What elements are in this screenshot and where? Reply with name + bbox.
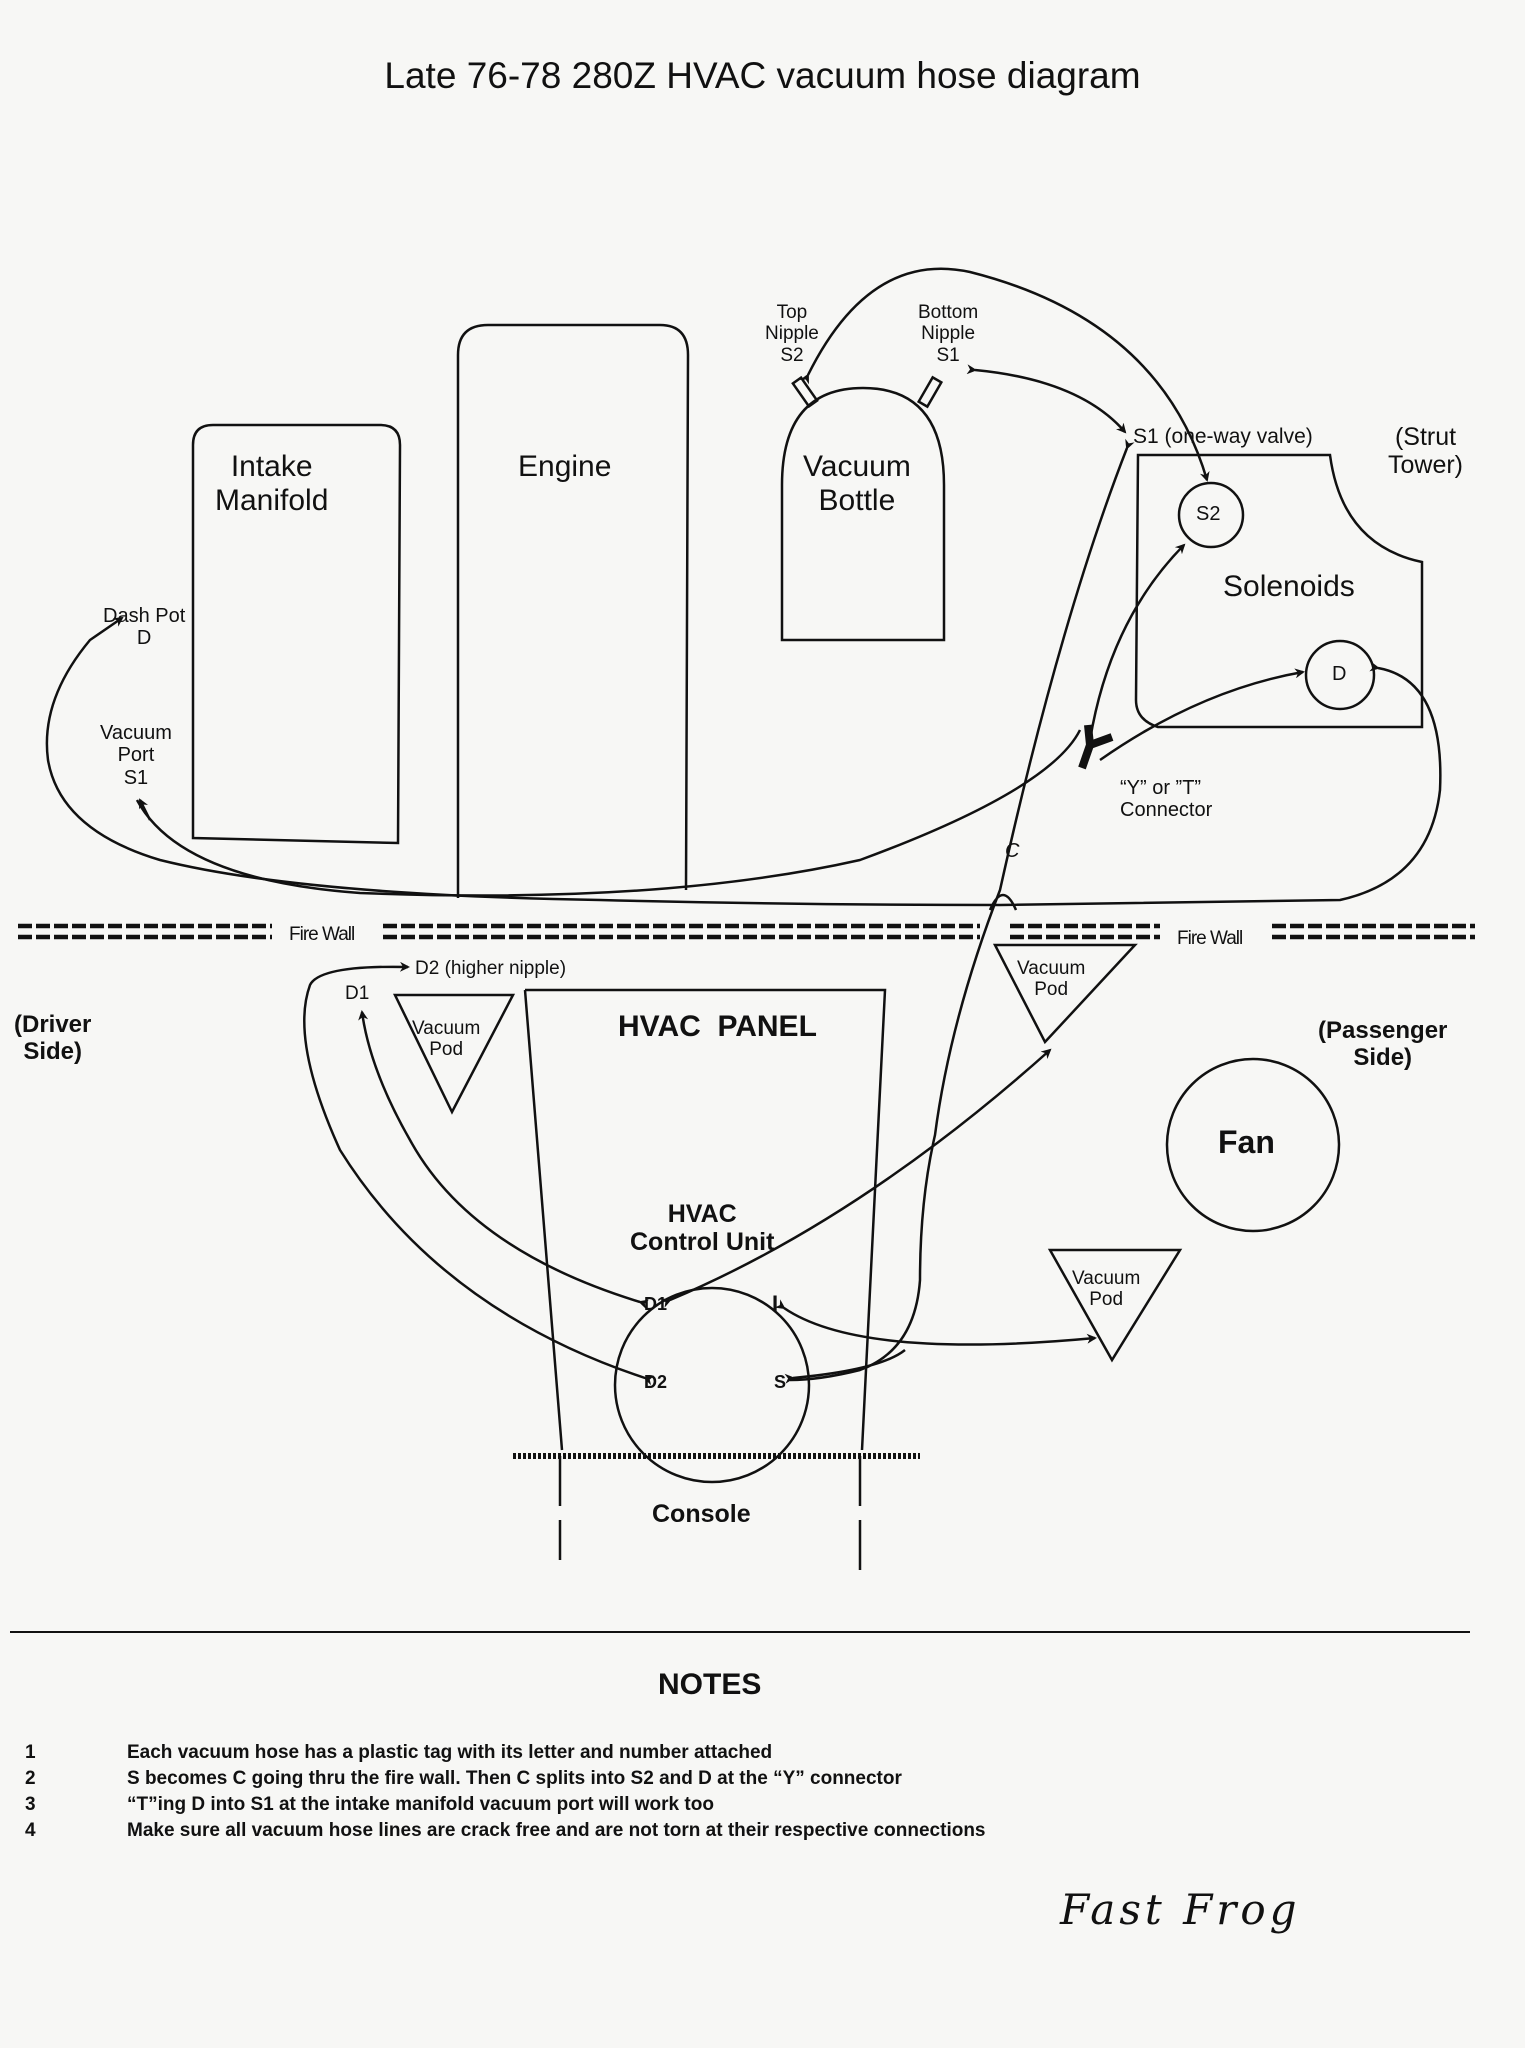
- note-number: 3: [25, 1794, 36, 1815]
- note-number: 4: [25, 1820, 36, 1841]
- hose-c-label: C: [1005, 840, 1020, 862]
- solenoid-s2-label: S2: [1196, 503, 1221, 525]
- bottom-nipple-stub: [916, 375, 944, 409]
- solenoids-label: Solenoids: [1223, 570, 1355, 603]
- one-way-valve-label: S1 (one-way valve): [1133, 425, 1313, 448]
- firewall-label-right: Fire Wall: [1177, 928, 1243, 949]
- d1-label: D1: [345, 983, 370, 1004]
- y-connector: [1078, 724, 1114, 770]
- note-item: 2 S becomes C going thru the fire wall. T…: [25, 1766, 986, 1792]
- passenger-side-label: (Passenger Side): [1318, 1017, 1448, 1071]
- engine-label: Engine: [518, 450, 612, 483]
- hose-d-loop: [45, 616, 1442, 907]
- solenoid-d-label: D: [1332, 663, 1347, 685]
- port-s-label: S: [774, 1372, 787, 1392]
- firewall-line: [18, 923, 1475, 940]
- note-number: 2: [25, 1768, 36, 1789]
- notes-list: 1 Each vacuum hose has a plastic tag with…: [25, 1740, 986, 1844]
- y-connector-label: “Y” or ”T” Connector: [1120, 777, 1213, 822]
- fan-label: Fan: [1218, 1124, 1275, 1160]
- solenoid-s2-circle: [1177, 481, 1245, 549]
- dash-pot-label: Dash Pot D: [103, 605, 186, 650]
- port-d2-label: D2: [644, 1372, 668, 1392]
- hose-vacuum-port: [135, 729, 1082, 897]
- top-nipple-label: Top Nipple S2: [765, 302, 819, 366]
- note-item: 3 “T”ing D into S1 at the intake manifold…: [25, 1792, 986, 1818]
- vacuum-pod-left-label: Vacuum Pod: [412, 1018, 481, 1061]
- vacuum-port-label: Vacuum Port S1: [100, 722, 172, 789]
- intake-manifold-label: Intake Manifold: [215, 450, 329, 517]
- diagram-title: Late 76-78 280Z HVAC vacuum hose diagram: [384, 55, 1141, 96]
- firewall-crossing: [988, 893, 1018, 911]
- note-number: 1: [25, 1742, 36, 1763]
- hose-top-nipple-s2: [799, 267, 1210, 482]
- hose-d1: [358, 1010, 650, 1310]
- hose-d2: [303, 961, 655, 1386]
- solenoid-bracket: [1134, 453, 1424, 729]
- intake-manifold-box: [191, 423, 402, 845]
- control-unit-label: HVAC Control Unit: [630, 1200, 775, 1256]
- note-text: Make sure all vacuum hose lines are crac…: [127, 1820, 986, 1841]
- hvac-panel-label: HVAC PANEL: [618, 1010, 817, 1043]
- driver-side-label: (Driver Side): [14, 1011, 92, 1065]
- port-d1-label: D1: [644, 1294, 668, 1314]
- top-nipple-stub: [791, 375, 819, 409]
- vacuum-bottle-label: Vacuum Bottle: [803, 450, 911, 517]
- hose-d1-to-pod: [660, 1048, 1052, 1308]
- note-text: Each vacuum hose has a plastic tag with …: [127, 1742, 773, 1763]
- hose-c-to-valve: [789, 438, 1135, 1382]
- hose-bottom-nipple-s1: [966, 364, 1127, 434]
- hose-y-to-d: [1099, 668, 1305, 762]
- vacuum-pod-right-label: Vacuum Pod: [1072, 1268, 1141, 1311]
- fan-circle: [1165, 1057, 1341, 1233]
- note-text: “T”ing D into S1 at the intake manifold …: [127, 1794, 714, 1815]
- port-i-label: I: [772, 1291, 779, 1316]
- console-label: Console: [652, 1500, 751, 1528]
- notes-heading: NOTES: [658, 1668, 762, 1701]
- d2-higher-nipple-label: D2 (higher nipple): [415, 958, 567, 979]
- note-text: S becomes C going thru the fire wall. Th…: [127, 1768, 902, 1789]
- note-item: 4 Make sure all vacuum hose lines are cra…: [25, 1818, 986, 1844]
- signature: Fast Frog: [1060, 1885, 1301, 1934]
- vacuum-pod-top: [992, 943, 1138, 1045]
- vacuum-pod-top-label: Vacuum Pod: [1017, 958, 1086, 1001]
- hose-i-to-pod: [774, 1299, 1097, 1346]
- hose-vacuum-port-arrow: [138, 798, 152, 821]
- engine-box: [456, 323, 690, 898]
- firewall-label-left: Fire Wall: [289, 924, 355, 945]
- strut-tower-label: (Strut Tower): [1388, 423, 1464, 479]
- hose-s: [784, 1349, 906, 1384]
- bottom-nipple-label: Bottom Nipple S1: [918, 302, 979, 366]
- note-item: 1 Each vacuum hose has a plastic tag with…: [25, 1740, 986, 1766]
